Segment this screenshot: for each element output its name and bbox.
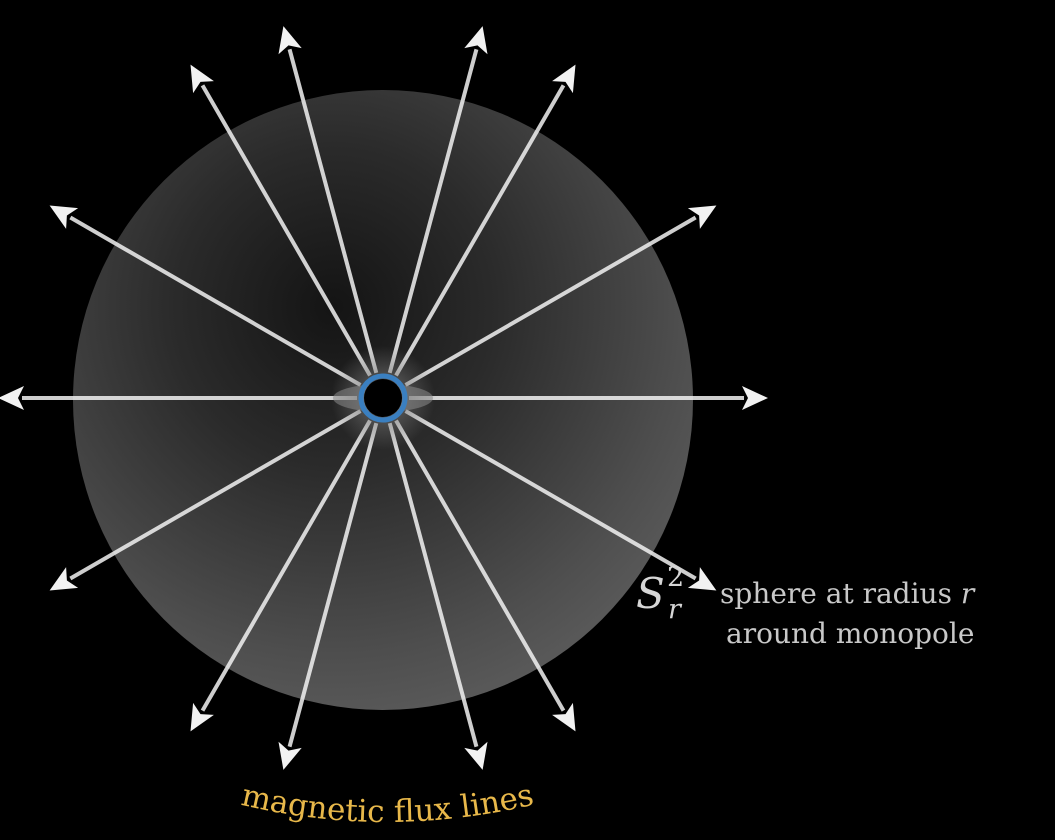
caption-text: sphere at radius [720, 577, 961, 610]
flux-line [287, 422, 379, 748]
sphere-caption-line-2: around monopole [726, 617, 974, 650]
sphere-caption-line-1: sphere at radius r [720, 577, 976, 610]
sphere-caption: sphere at radius r around monopole [720, 577, 976, 650]
arrowhead-icon [464, 26, 488, 55]
arrowhead-icon [278, 26, 302, 55]
flux-line [394, 419, 566, 712]
flux-line [200, 419, 372, 712]
arrowhead-icon [0, 386, 24, 410]
caption-radius-var: r [961, 577, 976, 610]
arrowhead-icon [742, 386, 768, 410]
flux-line [69, 215, 362, 387]
flux-line [287, 48, 379, 374]
arrowhead-icon [49, 567, 79, 591]
arrowhead-icon [278, 741, 302, 770]
arrowhead-icon [190, 64, 214, 94]
flux-line [404, 409, 697, 581]
flux-line [394, 84, 566, 377]
sphere-symbol-subscript: r [668, 594, 683, 625]
flux-lines-label: magnetic flux lines [238, 777, 536, 830]
arrowhead-icon [687, 567, 717, 591]
flux-lines [0, 26, 768, 770]
flux-line [404, 215, 697, 387]
flux-line [200, 84, 372, 377]
sphere-symbol: S 2 r [636, 562, 684, 625]
flux-line [69, 409, 362, 581]
monopole-icon [331, 346, 435, 450]
arrowhead-icon [190, 702, 214, 732]
flux-line [387, 48, 479, 374]
arrowhead-icon [552, 702, 576, 732]
arrowhead-icon [49, 205, 79, 229]
flux-line [387, 422, 479, 748]
sphere-symbol-superscript: 2 [667, 562, 684, 593]
sphere-symbol-base: S [636, 569, 665, 618]
arrowhead-icon [552, 64, 576, 94]
arrowhead-icon [687, 205, 717, 229]
arrowhead-icon [464, 741, 488, 770]
